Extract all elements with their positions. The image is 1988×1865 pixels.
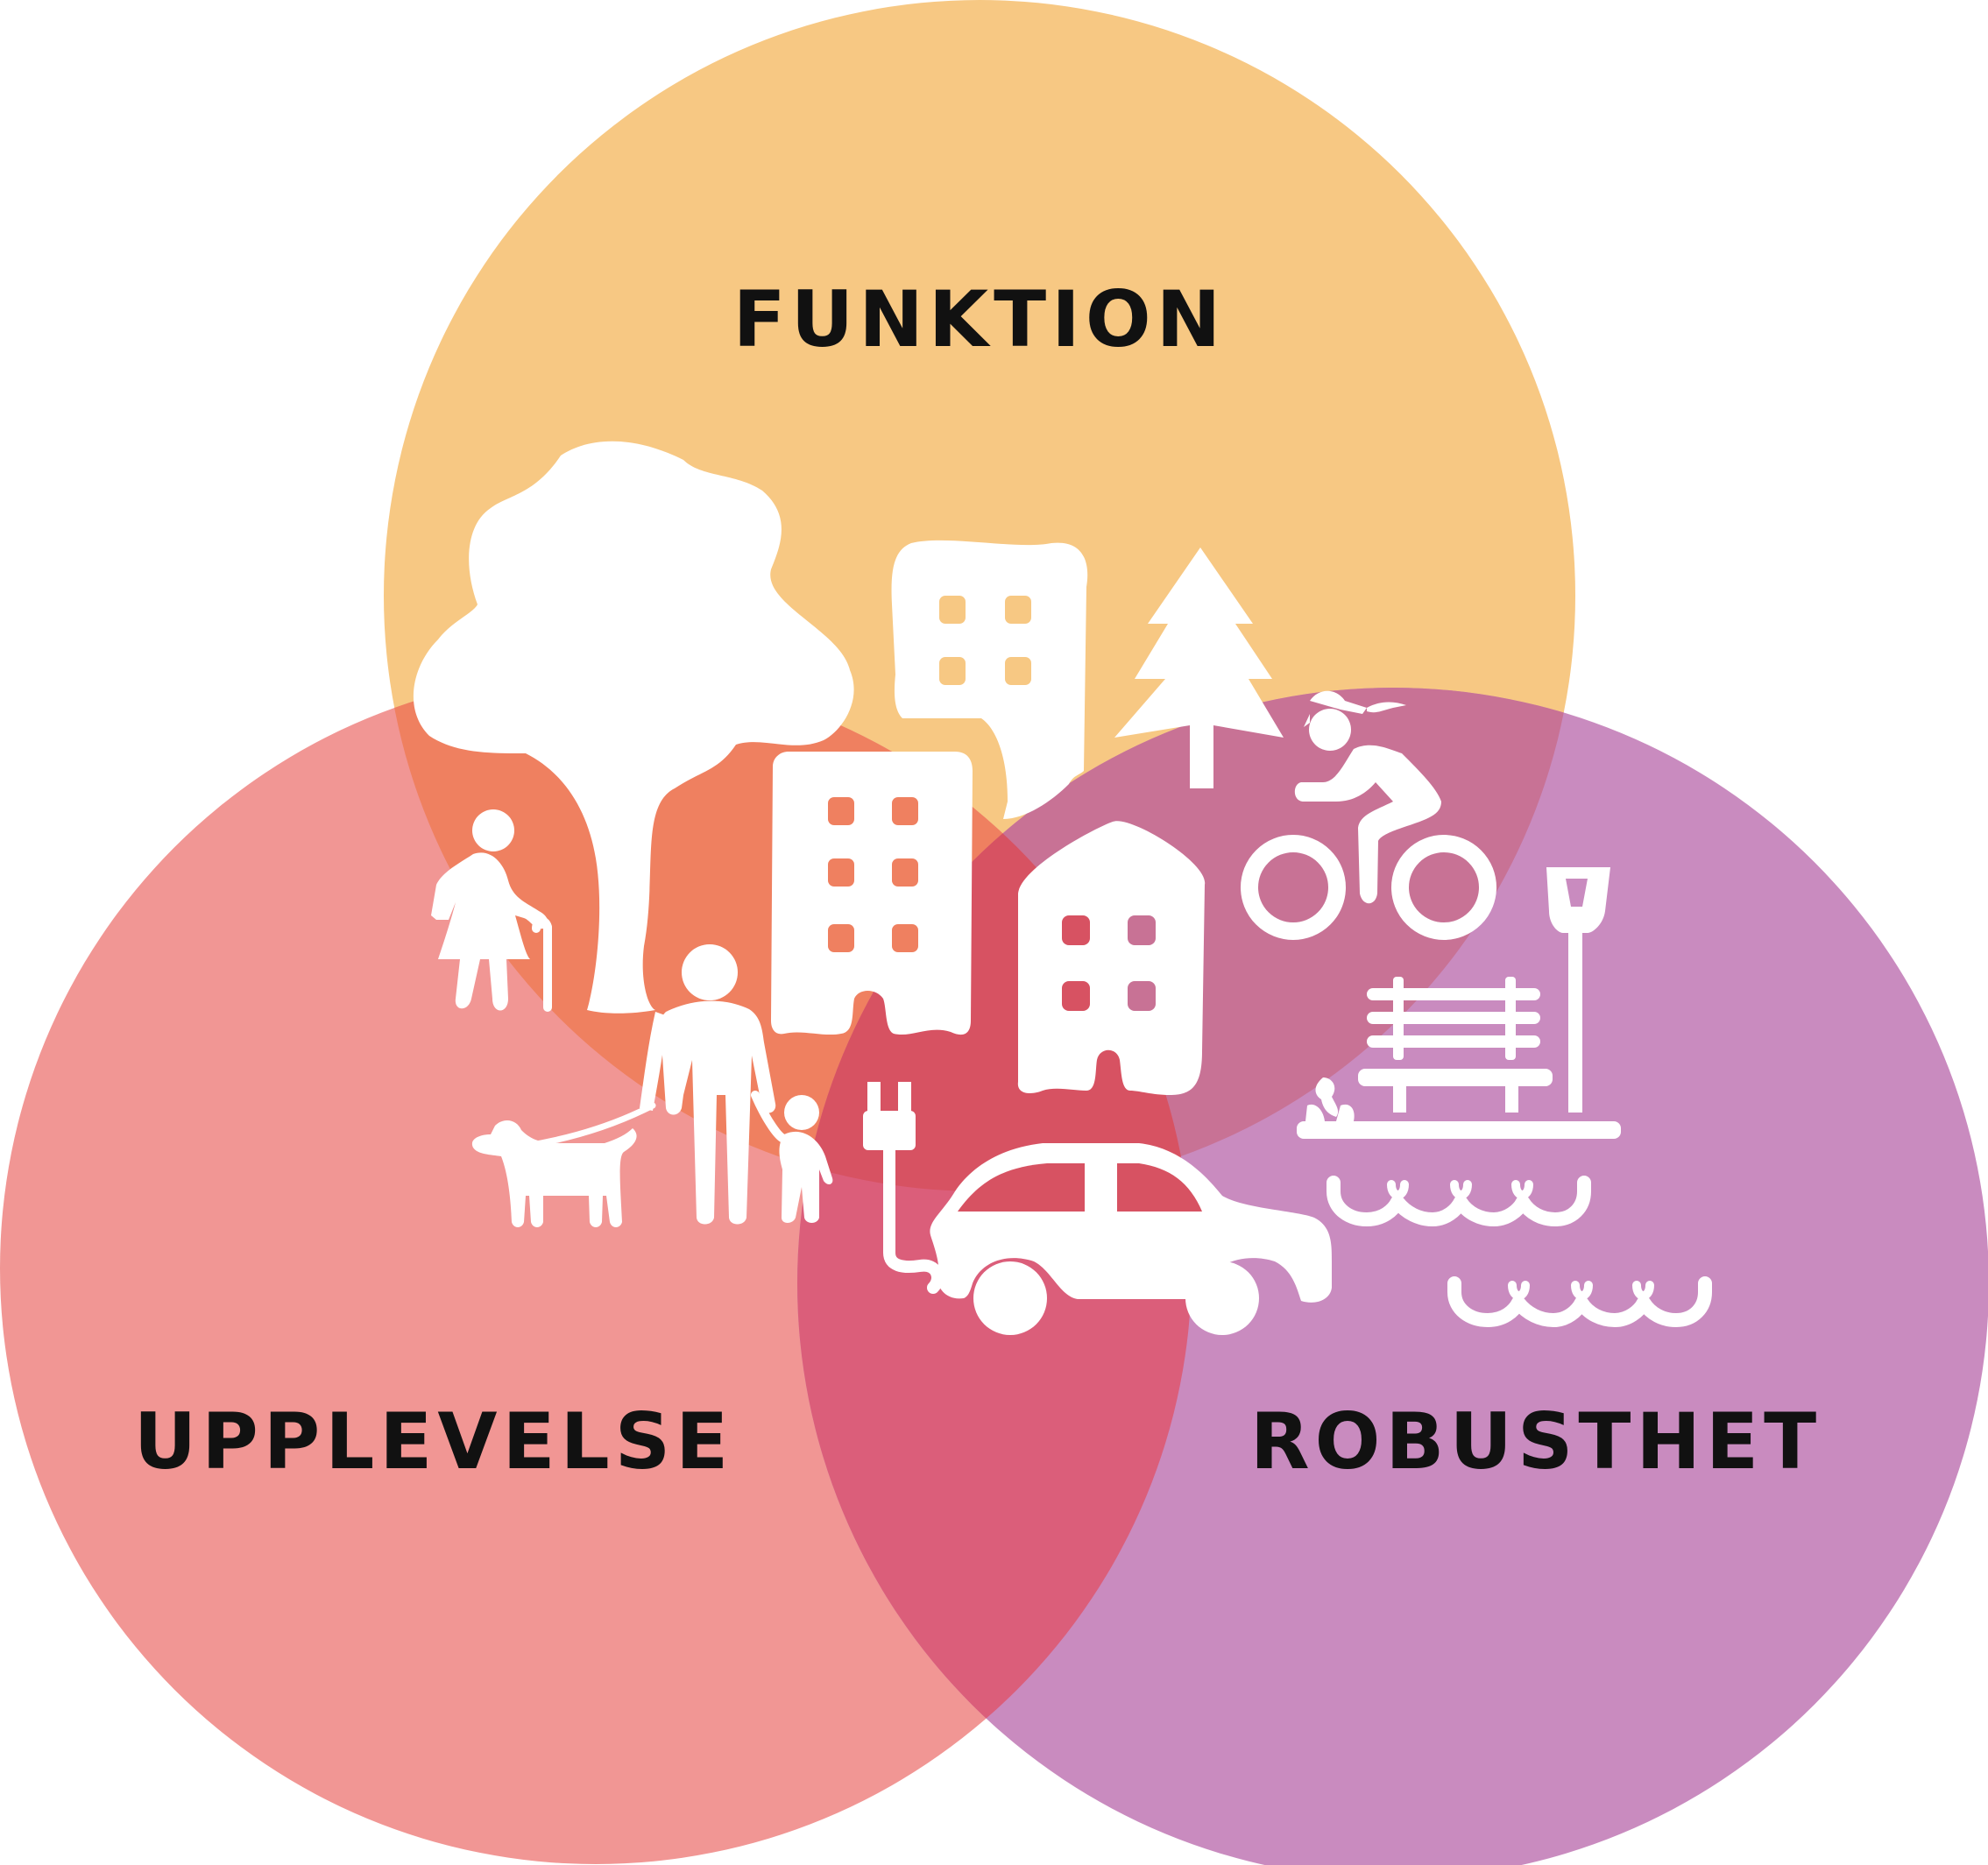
- pine-tree-icon: [1114, 547, 1284, 788]
- plant-icon: [1305, 1077, 1355, 1121]
- apartment-building-icon: [771, 752, 973, 1035]
- tall-building-icon: [891, 540, 1088, 819]
- house-icon: [1017, 821, 1206, 1095]
- car-icon: [930, 1143, 1332, 1335]
- cyclist-icon: [1241, 690, 1496, 940]
- water-waves-icon: [1327, 1176, 1712, 1327]
- label-upplevelse: UPPLEVELSE: [134, 1396, 733, 1487]
- label-funktion: FUNKTION: [733, 274, 1227, 364]
- child-icon: [751, 1091, 833, 1223]
- label-robusthet: ROBUSTHET: [1250, 1396, 1822, 1487]
- elderly-person-icon: [431, 809, 552, 1012]
- lamppost-icon: [1546, 867, 1610, 1113]
- bench-icon: [1297, 977, 1621, 1139]
- dog-icon: [471, 1102, 656, 1227]
- ev-charger-icon: [863, 1082, 944, 1294]
- person-icon: [640, 944, 776, 1225]
- tree-icon: [413, 441, 854, 1014]
